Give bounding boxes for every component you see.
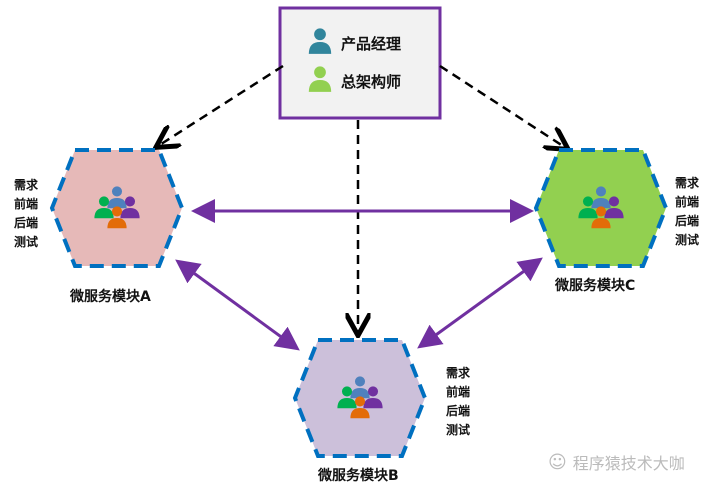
module-a-tasks: 需求前端后端测试: [14, 176, 38, 252]
person-icon: [350, 376, 370, 399]
role-label: 总架构师: [341, 73, 402, 91]
link-c-b: [417, 257, 543, 349]
module-b-label: 微服务模块B: [318, 468, 399, 484]
module-hexagon: [292, 338, 428, 458]
task: 前端: [675, 195, 700, 209]
task: 需求: [675, 176, 700, 190]
task: 需求: [14, 178, 39, 192]
person-icon: [120, 196, 140, 219]
person-icon: [591, 206, 611, 229]
module-a-label: 微服务模块A: [70, 289, 151, 305]
task: 前端: [446, 385, 471, 399]
module-hexagon: [533, 148, 669, 268]
roles-box: [278, 6, 442, 120]
person-icon: [591, 186, 611, 209]
task: 后端: [675, 214, 700, 228]
task: 后端: [446, 404, 471, 418]
task: 测试: [446, 423, 471, 437]
person-icon: [363, 386, 383, 409]
task: 测试: [675, 233, 700, 247]
task: 测试: [14, 235, 39, 249]
person-icon: [107, 206, 127, 229]
person-icon: [107, 186, 127, 209]
person-icon: [337, 386, 357, 409]
person-icon: [578, 196, 598, 219]
watermark-text: 程序猿技术大咖: [572, 454, 685, 473]
person-icon: [94, 196, 114, 219]
module-c-tasks: 需求前端后端测试: [675, 174, 699, 250]
arrow-to-c: [439, 64, 566, 148]
person-icon: [308, 28, 332, 54]
person-icon: [308, 66, 332, 92]
task: 前端: [14, 197, 39, 211]
wechat-icon: ☺: [548, 451, 567, 473]
person-icon: [350, 396, 370, 419]
task: 需求: [446, 366, 471, 380]
person-icon: [604, 196, 624, 219]
watermark: ☺ 程序猿技术大咖: [548, 450, 685, 474]
module-hexagon: [49, 148, 185, 268]
arrow-to-a: [158, 64, 284, 146]
link-a-b: [175, 259, 300, 351]
module-b-tasks: 需求前端后端测试: [446, 364, 470, 440]
module-c-label: 微服务模块C: [555, 278, 636, 294]
task: 后端: [14, 216, 39, 230]
role-label: 产品经理: [341, 35, 402, 53]
